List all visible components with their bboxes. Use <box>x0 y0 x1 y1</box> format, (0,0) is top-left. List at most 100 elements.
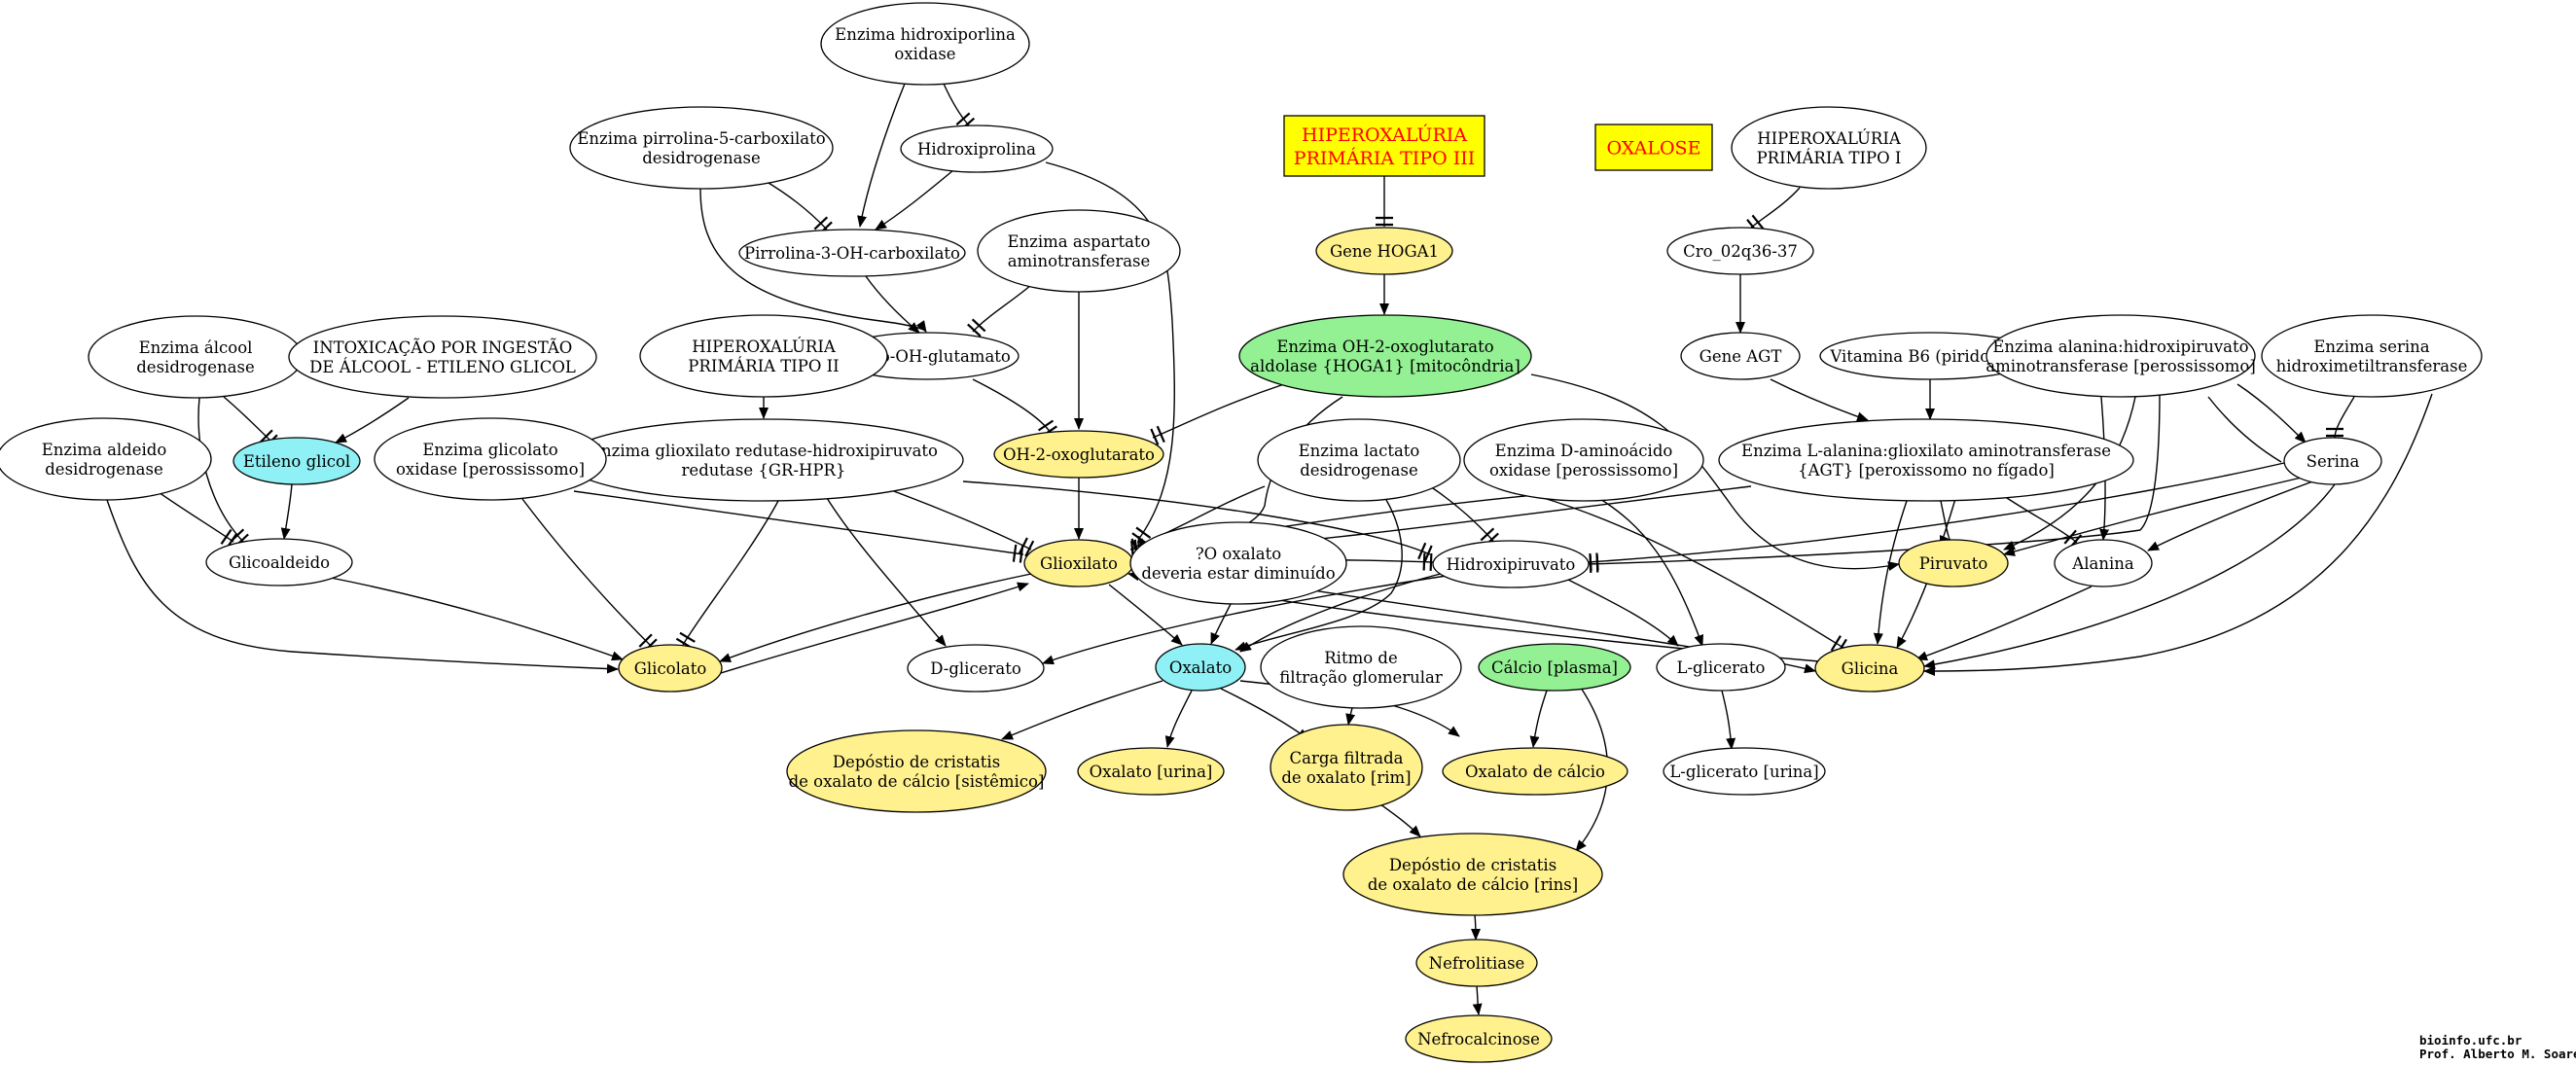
node-label: Nefrolitiase <box>1429 954 1525 973</box>
node-ellipse <box>1666 227 1814 275</box>
node-label: Glioxilato <box>1040 554 1118 573</box>
node-n18: D-glicerato <box>907 644 1045 693</box>
node-n44: Serina <box>2283 437 2382 485</box>
node-label: Hidroxipiruvato <box>1447 555 1576 574</box>
node-n17: Glioxilato <box>1023 539 1134 587</box>
node-label: Pirrolina-3-OH-carboxilato <box>744 244 960 263</box>
edge-n43-n47 <box>1923 393 2433 676</box>
edge-n10-n12 <box>223 396 278 448</box>
node-n45: Piruvato <box>1898 539 2009 587</box>
node-label: DE ÁLCOOL - ETILENO GLICOL <box>309 357 576 376</box>
edge-n05-n06 <box>967 284 1032 338</box>
node-n14: Glicoaldeido <box>205 538 353 586</box>
node-ellipse <box>1257 418 1461 502</box>
node-label: desidrogenase <box>1300 461 1417 480</box>
node-ellipse <box>1986 314 2256 398</box>
edge-n02-n04 <box>763 179 833 235</box>
edge-n15-n16 <box>521 498 658 653</box>
node-ellipse <box>993 430 1164 479</box>
node-label: Enzima D-aminoácido <box>1495 442 1673 460</box>
node-label: Cálcio [plasma] <box>1491 658 1618 677</box>
node-ellipse <box>618 644 723 693</box>
node-ellipse <box>786 729 1047 813</box>
node-label: Enzima alanina:hidroxipiruvato <box>1992 338 2248 356</box>
edge-n17-n16 <box>719 573 1032 662</box>
node-label: deveria estar diminuído <box>1141 564 1335 583</box>
node-label: oxidase <box>894 45 955 63</box>
edge-n34-n20 <box>1239 568 1460 653</box>
node-label: desidrogenase <box>136 358 254 376</box>
node-ellipse <box>233 437 361 485</box>
box-b2: OXALOSE <box>1594 124 1713 171</box>
node-ellipse <box>1663 747 1826 796</box>
node-label: HIPEROXALÚRIA <box>692 337 837 356</box>
node-label: Cro_02q36-37 <box>1683 242 1798 261</box>
node-label: oxidase [perossissomo] <box>1489 461 1678 480</box>
node-label: Alanina <box>2071 554 2134 573</box>
node-n12: Etileno glicol <box>233 437 361 485</box>
node-label: INTOXICAÇÃO POR INGESTÃO <box>313 338 573 357</box>
node-label: de oxalato de cálcio [rins] <box>1368 875 1578 894</box>
node-ellipse <box>88 315 304 399</box>
node-label: Carga filtrada <box>1289 749 1403 767</box>
node-n08: Enzima glioxilato redutase-hidroxipiruva… <box>563 418 964 502</box>
edge-n17-n20 <box>1108 584 1183 646</box>
node-ellipse <box>1238 314 1532 398</box>
edge-n33-n47 <box>1536 495 1847 656</box>
node-label: desidrogenase <box>45 460 162 479</box>
edge-n08-n18 <box>826 497 947 647</box>
node-label: aminotransferase [perossissomo] <box>1986 357 2256 375</box>
edge-n42-n34 <box>1588 393 2161 573</box>
credit-site: bioinfo.ufc.br <box>2419 1033 2522 1048</box>
box-label: OXALOSE <box>1607 138 1701 160</box>
node-label: Enzima glicolato <box>422 441 557 459</box>
node-ellipse <box>900 124 1054 173</box>
node-ellipse <box>1731 106 1927 190</box>
node-label: redutase {GR-HPR} <box>682 461 846 480</box>
node-n02: Enzima pirrolina-5-carboxilatodesidrogen… <box>569 106 834 190</box>
edge-n01-n04 <box>857 83 906 228</box>
edge-n16-n17 <box>720 582 1029 674</box>
edge-n31-n09 <box>1150 383 1285 445</box>
edge-n34-n18 <box>1042 573 1460 665</box>
node-label: HIPEROXALÚRIA <box>1757 128 1902 148</box>
node-ellipse <box>1718 418 2134 502</box>
node-ellipse <box>569 106 834 190</box>
edge-n08-n17 <box>875 483 1035 557</box>
edge-n01-n03 <box>943 83 976 131</box>
edge-n44-n46 <box>2147 480 2316 551</box>
node-label: desidrogenase <box>642 149 760 167</box>
node-label: Gene AGT <box>1699 347 1782 366</box>
edge-n44-n34 <box>1588 462 2285 571</box>
node-ellipse <box>1680 332 1801 380</box>
node-ellipse <box>1814 644 1925 693</box>
edge-n13-n16 <box>106 499 619 674</box>
edge-n39-n41 <box>1770 378 1869 422</box>
node-label: Glicolato <box>634 659 707 678</box>
node-label: Enzima hidroxiporlina <box>835 25 1016 44</box>
node-label: Oxalato [urina] <box>1090 763 1213 781</box>
edge-n04-n06 <box>865 275 920 334</box>
node-ellipse <box>1656 643 1786 692</box>
node-label: D-glicerato <box>930 659 1021 678</box>
node-ellipse <box>2283 437 2382 485</box>
edge-n08-n34 <box>962 480 1433 562</box>
node-label: Glicoaldeido <box>229 553 330 572</box>
edge-n33-n35 <box>1594 495 1704 647</box>
edge-n12-n14 <box>280 483 293 540</box>
node-n09: OH-2-oxoglutarato <box>993 430 1164 479</box>
node-ellipse <box>288 315 597 399</box>
node-label: Glicina <box>1842 659 1899 678</box>
edge-n08-n16 <box>675 500 779 649</box>
edge-n44-n47 <box>1923 483 2336 670</box>
edge-n20-n21 <box>1001 680 1163 740</box>
edge-n03-n17 <box>1045 161 1175 545</box>
